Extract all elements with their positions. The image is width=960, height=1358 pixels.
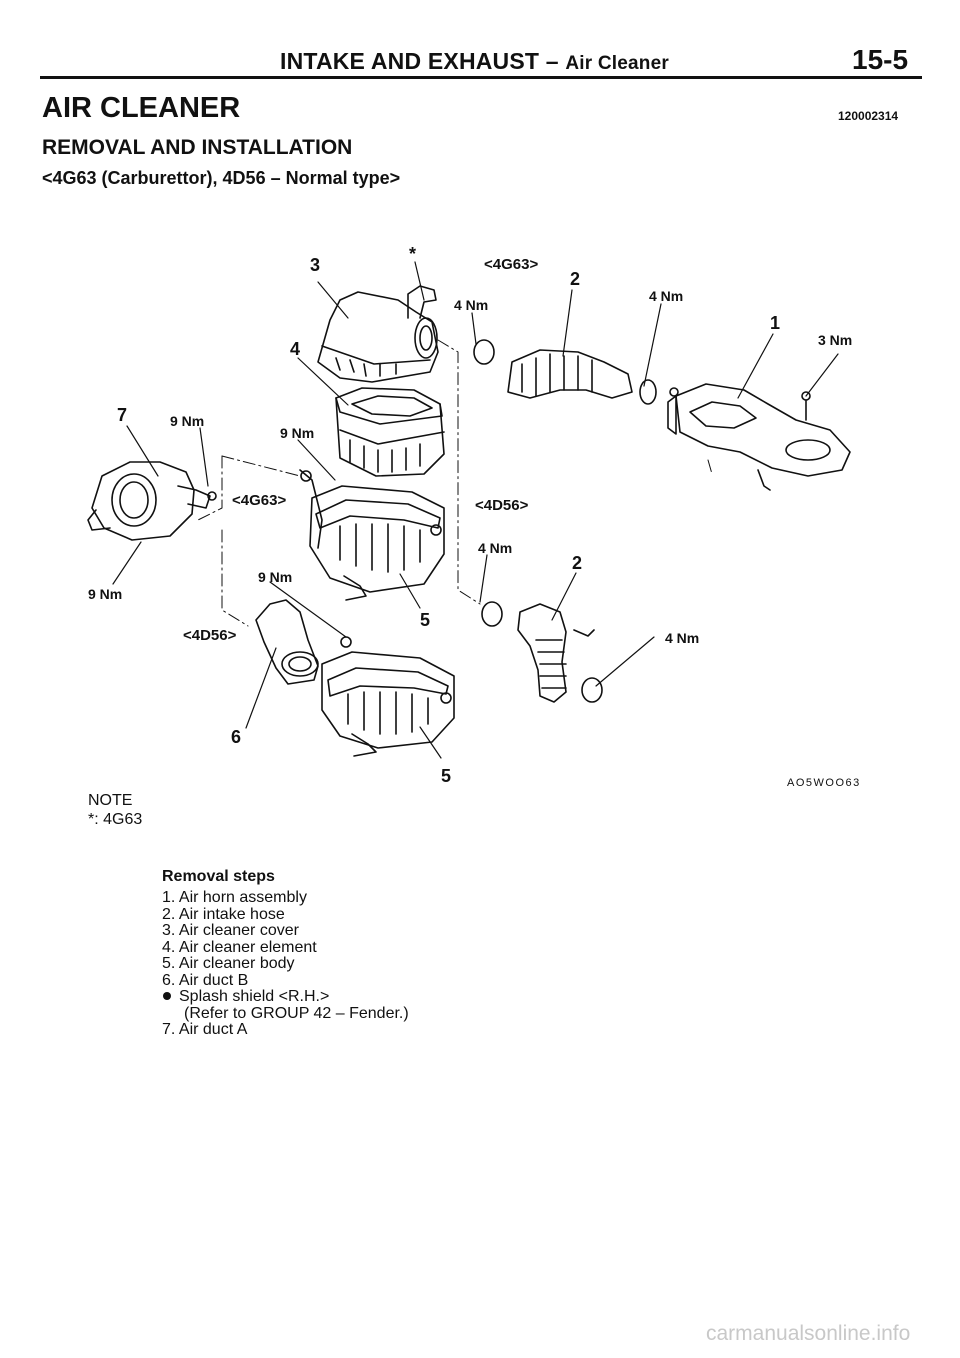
header-title-main: INTAKE AND EXHAUST <box>280 48 540 74</box>
air-intake-hose-4d56 <box>481 601 603 703</box>
torque-4nm-c: 4 Nm <box>478 540 513 556</box>
air-duct-a <box>87 461 217 541</box>
subsection-title: REMOVAL AND INSTALLATION <box>42 136 353 159</box>
torque-9nm-a: 9 Nm <box>170 413 205 429</box>
alignment-lines <box>197 339 713 627</box>
air-cleaner-body-4g63 <box>299 469 445 601</box>
watermark: carmanualsonline.info <box>706 1322 911 1345</box>
removal-step: 7. Air duct A <box>162 1021 248 1038</box>
removal-step-text: Splash shield <R.H.> <box>179 988 330 1005</box>
engine-4g63-top-label: <4G63> <box>484 256 539 273</box>
removal-step: 6. Air duct B <box>162 971 249 989</box>
header-title: INTAKE AND EXHAUST – Air Cleaner <box>280 48 669 75</box>
air-cleaner-body-4d56 <box>321 636 455 757</box>
callout-3: 3 <box>310 255 321 275</box>
note-block: NOTE *: 4G63 <box>88 791 142 829</box>
bullet-icon <box>163 992 171 1001</box>
header-subtitle: Air Cleaner <box>565 53 669 74</box>
air-intake-hose-4g63 <box>473 339 657 405</box>
document-code: 120002314 <box>838 109 899 123</box>
callout-7: 7 <box>117 405 128 425</box>
removal-steps-title: Removal steps <box>162 868 275 885</box>
torque-4nm-b: 4 Nm <box>649 288 684 304</box>
removal-steps-list: 1. Air horn assembly 2. Air intake hose … <box>162 889 409 1039</box>
removal-step: 5. Air cleaner body <box>162 955 295 972</box>
callout-5-lower: 5 <box>441 766 452 786</box>
engine-4d56-mid-label: <4D56> <box>475 497 529 514</box>
variant-label: <4G63 (Carburettor), 4D56 – Normal type> <box>42 168 401 188</box>
removal-step: 1. Air horn assembly <box>162 889 307 906</box>
removal-step-reference: (Refer to GROUP 42 – Fender.) <box>184 1004 409 1022</box>
callout-5-upper: 5 <box>420 610 431 630</box>
callout-1: 1 <box>770 313 781 333</box>
engine-4d56-low-label: <4D56> <box>183 627 237 644</box>
air-duct-b <box>255 599 319 685</box>
torque-4nm-d: 4 Nm <box>665 630 700 646</box>
header-dash: – <box>545 48 559 74</box>
header-rule <box>40 76 922 79</box>
air-cleaner-element <box>335 387 445 477</box>
air-cleaner-cover <box>317 285 439 383</box>
section-title: AIR CLEANER <box>42 92 241 124</box>
torque-9nm-d: 9 Nm <box>88 586 123 602</box>
leader-lines <box>112 261 839 759</box>
removal-step-bullet: Splash shield <R.H.> <box>162 988 409 1006</box>
page-number: 15-5 <box>852 44 909 75</box>
callout-4: 4 <box>290 339 301 359</box>
air-horn-assembly <box>667 383 851 491</box>
note-line: *: 4G63 <box>88 811 143 828</box>
torque-9nm-b: 9 Nm <box>280 425 315 441</box>
callout-star: * <box>409 244 417 264</box>
callout-6: 6 <box>231 727 242 747</box>
figure-code: AO5WOO63 <box>787 777 861 789</box>
torque-9nm-c: 9 Nm <box>258 569 293 585</box>
engine-4g63-mid-label: <4G63> <box>232 492 287 509</box>
removal-step: 4. Air cleaner element <box>162 938 317 956</box>
torque-3nm: 3 Nm <box>818 332 853 348</box>
torque-4nm-a: 4 Nm <box>454 297 489 313</box>
callout-2-upper: 2 <box>570 269 581 289</box>
removal-step: 3. Air cleaner cover <box>162 922 299 939</box>
callout-2-lower: 2 <box>572 553 583 573</box>
note-heading: NOTE <box>88 792 133 809</box>
removal-step: 2. Air intake hose <box>162 905 285 923</box>
